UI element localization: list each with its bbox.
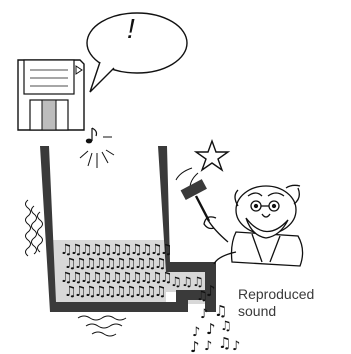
music-note-icon: ♫ <box>220 319 232 334</box>
caption-line-2: sound <box>238 303 276 320</box>
floppy-disk-icon <box>18 60 84 130</box>
reproduced-sound-notes: ♫♪♪♫♪♪♫♪♪♫♪ <box>190 282 240 354</box>
music-note-icon: ♪ <box>204 339 212 354</box>
music-note-icon: ♫ <box>214 302 227 320</box>
exclamation-mark: ! <box>127 13 135 45</box>
music-note-icon: ♫ <box>218 334 231 352</box>
music-note-icon: ♪ <box>232 339 240 354</box>
old-man-illustration <box>204 185 303 266</box>
music-note-icon: ♫ <box>192 275 204 290</box>
caption-line-1: Reproduced <box>238 286 314 303</box>
motion-line <box>176 168 192 180</box>
falling-note-group <box>80 128 114 168</box>
music-note-icon: ♫ <box>170 275 182 290</box>
music-note-icon: ♫ <box>154 284 167 300</box>
speech-bubble-icon <box>87 13 187 92</box>
ripple-lines <box>78 316 126 336</box>
music-note-icon: ♪ <box>206 320 216 338</box>
hammer-icon <box>181 179 209 221</box>
music-note-icon: ♫ <box>181 275 193 290</box>
vibration-lines <box>26 200 43 256</box>
music-note-icon: ♪ <box>190 338 200 354</box>
star-icon <box>196 141 228 170</box>
impact-spark-icon <box>80 150 114 168</box>
music-note-icon: ♪ <box>206 282 216 300</box>
music-note-icon <box>86 128 97 143</box>
